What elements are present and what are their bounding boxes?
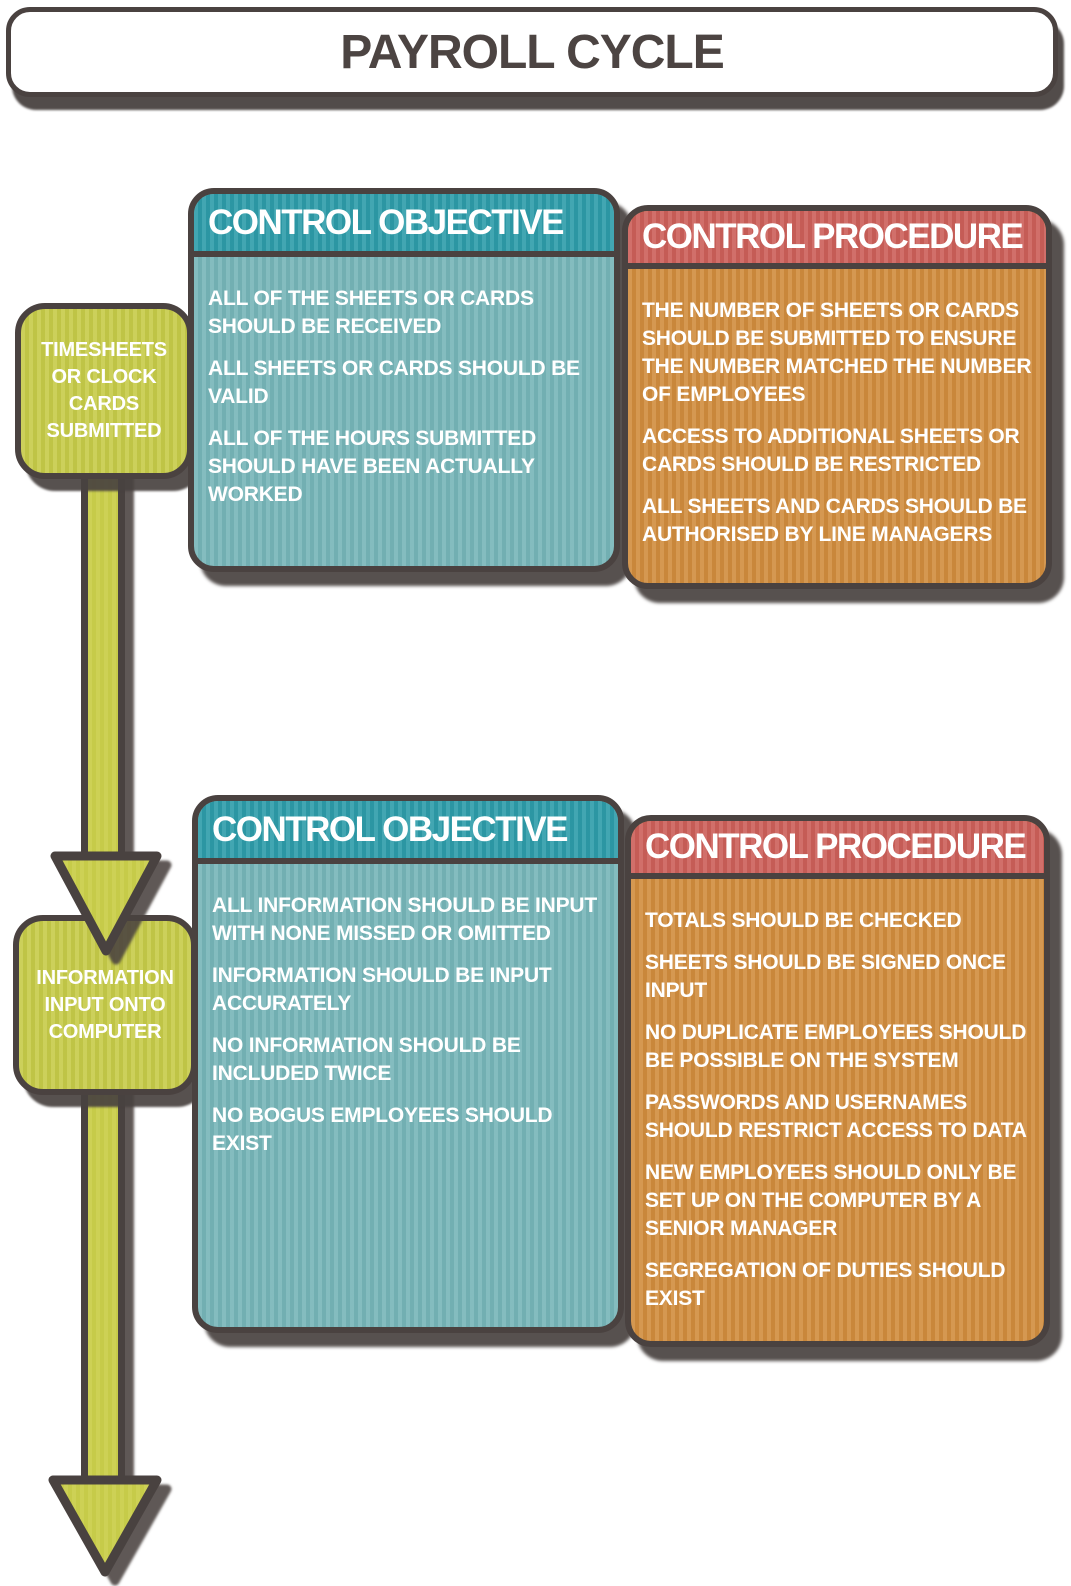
control-objective-body-2: ALL INFORMATION SHOULD BE INPUT WITH NON… [198, 864, 618, 1158]
procedure-item: TOTALS SHOULD BE CHECKED [645, 909, 962, 932]
procedure-item: NO DUPLICATE EMPLOYEES SHOULD BE POSSIBL… [645, 1021, 1027, 1072]
flow-step-information-input: INFORMATION INPUT ONTO COMPUTER [13, 915, 197, 1095]
card-header-label: CONTROL PROCEDURE [645, 827, 1027, 866]
objective-item: ALL SHEETS OR CARDS SHOULD BE VALID [208, 357, 580, 408]
arrow-shaft-1 [81, 451, 125, 874]
control-objective-header-1: CONTROL OBJECTIVE [194, 194, 614, 257]
arrow-head-down-2 [48, 1475, 162, 1577]
objective-item: INFORMATION SHOULD BE INPUT ACCURATELY [212, 964, 552, 1015]
control-objective-header-2: CONTROL OBJECTIVE [198, 801, 618, 864]
control-objective-card-2: CONTROL OBJECTIVE ALL INFORMATION SHOULD… [192, 795, 624, 1333]
objective-item: ALL INFORMATION SHOULD BE INPUT WITH NON… [212, 894, 598, 945]
control-procedure-header-2: CONTROL PROCEDURE [631, 821, 1044, 879]
control-objective-card-1: CONTROL OBJECTIVE ALL OF THE SHEETS OR C… [188, 188, 620, 572]
objective-item: NO BOGUS EMPLOYEES SHOULD EXIST [212, 1104, 553, 1155]
procedure-item: ALL SHEETS AND CARDS SHOULD BE AUTHORISE… [642, 495, 1027, 546]
card-header-label: CONTROL PROCEDURE [642, 217, 1024, 256]
flow-step-timesheets: TIMESHEETS OR CLOCK CARDS SUBMITTED [15, 303, 193, 479]
objective-item: ALL OF THE HOURS SUBMITTED SHOULD HAVE B… [208, 427, 537, 506]
control-procedure-header-1: CONTROL PROCEDURE [628, 211, 1046, 269]
control-procedure-card-2: CONTROL PROCEDURE TOTALS SHOULD BE CHECK… [625, 815, 1050, 1347]
procedure-item: THE NUMBER OF SHEETS OR CARDS SHOULD BE … [642, 299, 1032, 406]
card-header-label: CONTROL OBJECTIVE [212, 809, 569, 849]
control-procedure-card-1: CONTROL PROCEDURE THE NUMBER OF SHEETS O… [622, 205, 1052, 589]
procedure-item: PASSWORDS AND USERNAMES SHOULD RESTRICT … [645, 1091, 1027, 1142]
objective-item: NO INFORMATION SHOULD BE INCLUDED TWICE [212, 1034, 521, 1085]
objective-item: ALL OF THE SHEETS OR CARDS SHOULD BE REC… [208, 287, 534, 338]
flow-step-label: TIMESHEETS OR CLOCK CARDS SUBMITTED [41, 339, 167, 442]
procedure-item: SEGREGATION OF DUTIES SHOULD EXIST [645, 1259, 1006, 1310]
title-banner: PAYROLL CYCLE [6, 7, 1058, 97]
control-procedure-body-2: TOTALS SHOULD BE CHECKED SHEETS SHOULD B… [631, 879, 1044, 1313]
procedure-item: NEW EMPLOYEES SHOULD ONLY BE SET UP ON T… [645, 1161, 1017, 1240]
control-procedure-body-1: THE NUMBER OF SHEETS OR CARDS SHOULD BE … [628, 269, 1046, 549]
control-objective-body-1: ALL OF THE SHEETS OR CARDS SHOULD BE REC… [194, 257, 614, 509]
card-header-label: CONTROL OBJECTIVE [208, 202, 565, 242]
procedure-item: SHEETS SHOULD BE SIGNED ONCE INPUT [645, 951, 1006, 1002]
flow-step-label: INFORMATION INPUT ONTO COMPUTER [36, 966, 174, 1043]
arrow-shaft-2 [81, 1076, 125, 1504]
procedure-item: ACCESS TO ADDITIONAL SHEETS OR CARDS SHO… [642, 425, 1020, 476]
page-title: PAYROLL CYCLE [340, 25, 725, 79]
